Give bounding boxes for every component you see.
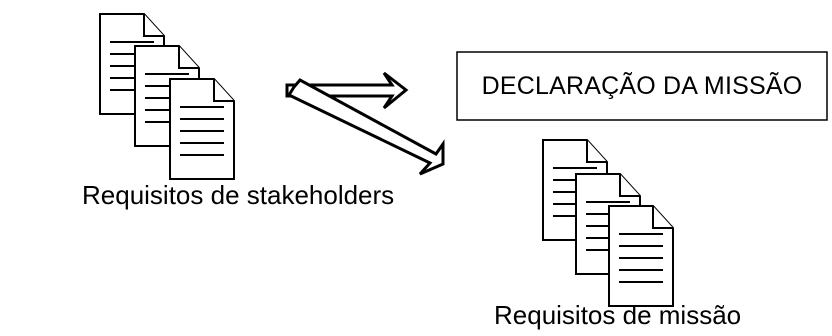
arrow-diagonal-icon	[286, 78, 445, 176]
document-stack-icon	[542, 139, 674, 307]
mission-statement-box	[456, 51, 828, 121]
document-stack-icon	[99, 13, 235, 180]
document-page-3-icon	[169, 78, 235, 180]
mission-statement-text: DECLARAÇÃO DA MISSÃO	[481, 71, 803, 100]
document-page-3-icon	[608, 205, 674, 307]
mission-requirements-label: Requisitos de missão	[494, 300, 742, 330]
stakeholder-requirements-label: Requisitos de stakeholders	[82, 180, 395, 210]
